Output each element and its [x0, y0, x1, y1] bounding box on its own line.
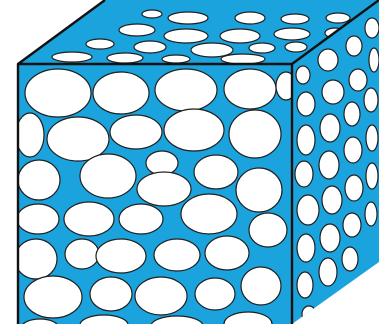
pore [135, 277, 187, 315]
pore [93, 72, 149, 114]
pore [52, 52, 92, 62]
pore [15, 239, 57, 279]
pore [164, 29, 208, 43]
pore [16, 113, 44, 157]
pore [274, 28, 310, 40]
pore [168, 12, 208, 24]
pore [319, 258, 337, 286]
pore [205, 236, 249, 270]
pore [345, 175, 363, 201]
pore [296, 66, 310, 84]
pore [241, 267, 281, 305]
pore [191, 43, 233, 57]
pore [220, 29, 260, 43]
pore [162, 55, 190, 63]
pore [18, 160, 60, 200]
pore [297, 234, 315, 262]
pore [119, 24, 155, 36]
pore [320, 224, 340, 252]
pore [302, 306, 316, 322]
pore [346, 36, 362, 56]
pore [344, 102, 360, 126]
pore [64, 202, 114, 236]
pore [96, 239, 146, 273]
pore [134, 41, 166, 53]
pore [154, 239, 200, 271]
pore [235, 12, 265, 24]
pore [224, 69, 276, 109]
pore [297, 272, 313, 298]
pore [322, 186, 342, 214]
pore [344, 137, 362, 163]
pore [236, 168, 282, 212]
pore [342, 247, 358, 271]
front-face [15, 64, 296, 324]
pore [319, 151, 339, 179]
pore [119, 204, 163, 234]
pore [318, 49, 338, 71]
pore [366, 125, 378, 151]
pore [320, 114, 340, 142]
pore [366, 163, 378, 189]
pore [297, 92, 315, 116]
pore [281, 14, 309, 24]
pore [364, 88, 378, 112]
pore [285, 42, 307, 52]
pore [249, 43, 275, 53]
pore [349, 69, 367, 91]
pore [25, 69, 91, 117]
pore [155, 69, 217, 111]
pore [343, 213, 361, 237]
pore [137, 172, 191, 206]
pore [221, 54, 265, 64]
pore [146, 151, 178, 175]
pore [164, 109, 224, 151]
pore [249, 213, 287, 247]
pore [17, 204, 59, 234]
pore [110, 115, 162, 149]
pore [90, 277, 132, 311]
pore [369, 48, 379, 72]
pore [365, 18, 379, 38]
pore [194, 155, 238, 189]
pore [142, 10, 162, 18]
pore [297, 125, 315, 155]
pore [80, 154, 136, 198]
pore [65, 239, 99, 269]
pore [24, 276, 82, 318]
pore [295, 161, 313, 187]
pore [322, 80, 344, 104]
pore [181, 194, 237, 234]
pore [195, 278, 235, 310]
pore [86, 39, 114, 49]
pore [326, 13, 350, 23]
pore [107, 53, 143, 63]
pore [229, 110, 281, 158]
pore [365, 202, 377, 226]
pore [297, 195, 319, 225]
